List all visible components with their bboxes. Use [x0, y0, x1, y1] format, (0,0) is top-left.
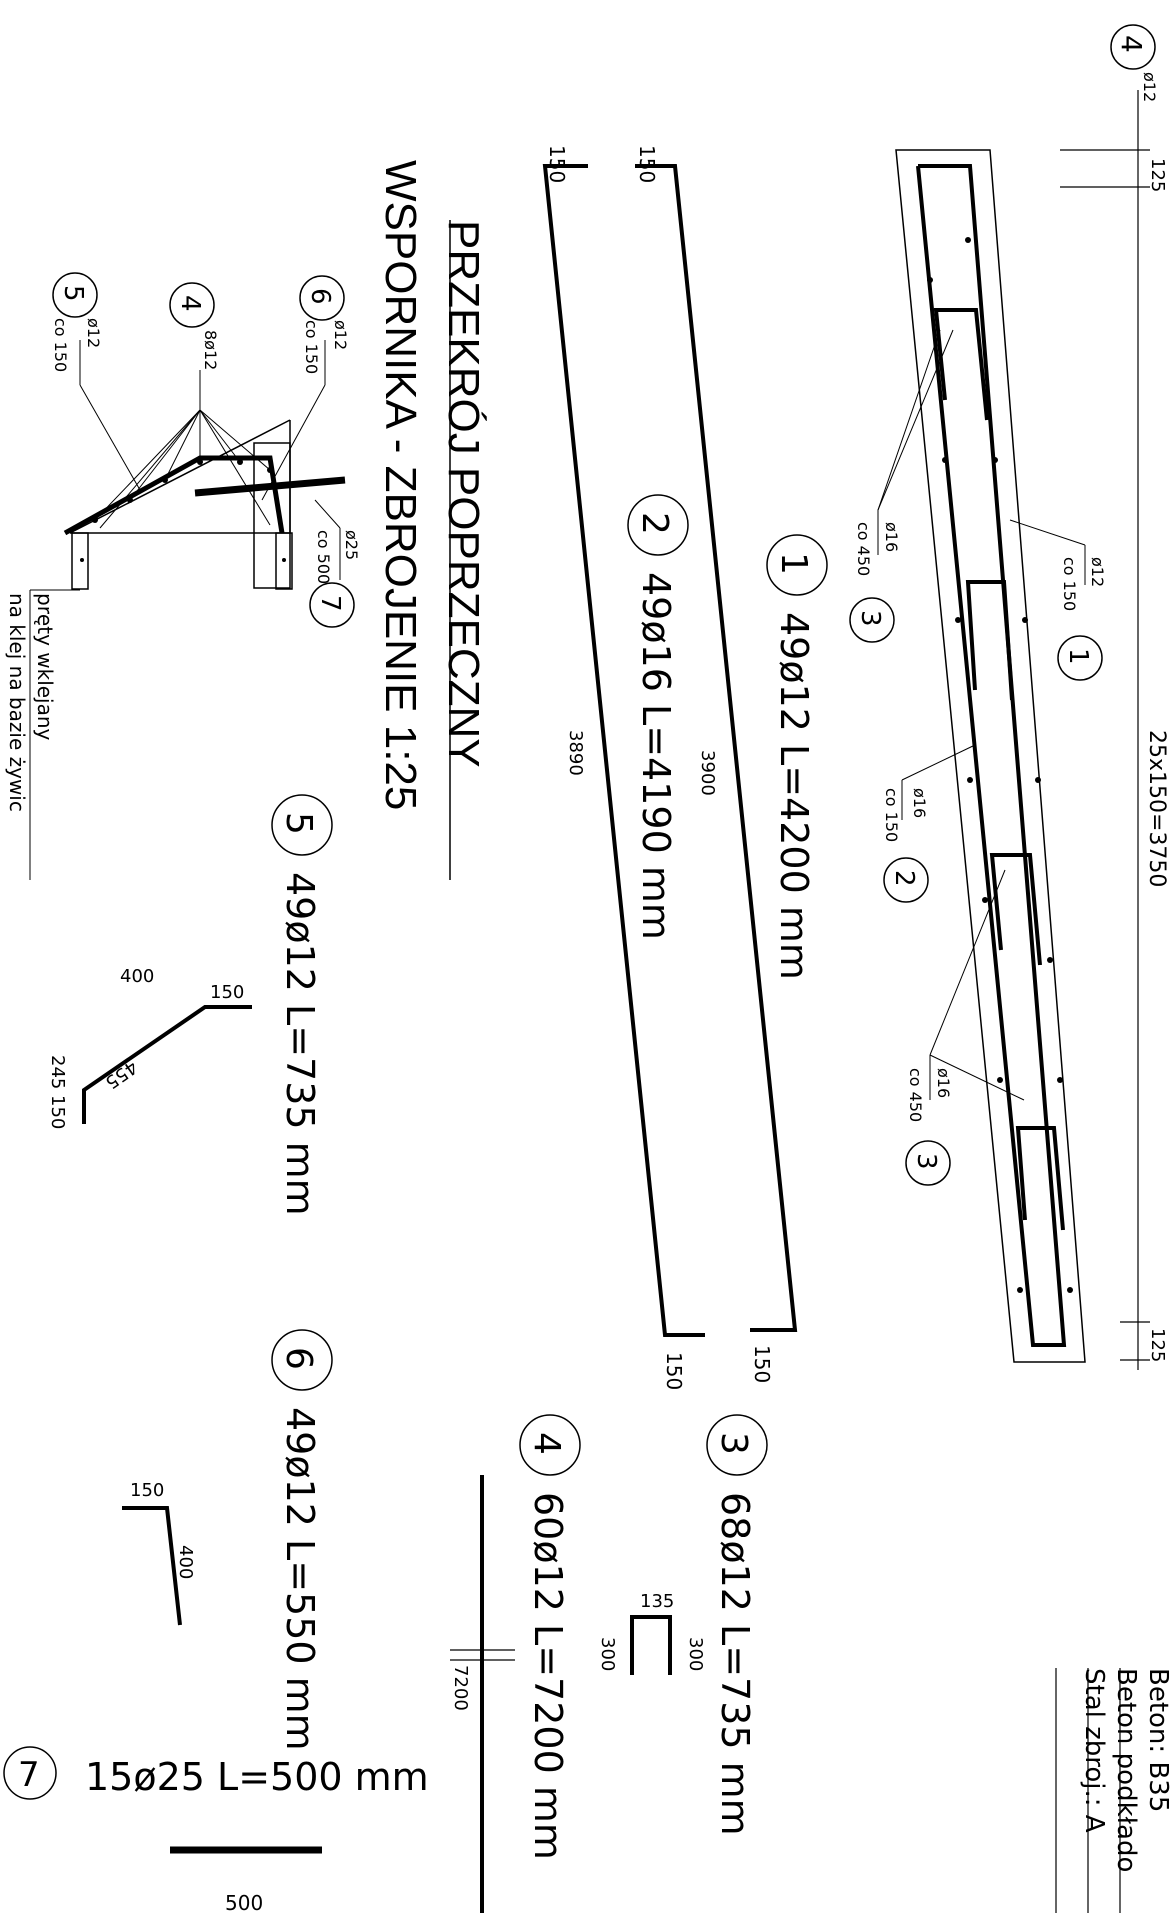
svg-text:co 450: co 450	[906, 1068, 925, 1122]
svg-text:49ø16 L=4190 mm: 49ø16 L=4190 mm	[634, 572, 678, 940]
svg-text:68ø12 L=735 mm: 68ø12 L=735 mm	[713, 1492, 757, 1836]
svg-text:co 150: co 150	[1060, 557, 1079, 611]
svg-text:60ø12 L=7200 mm: 60ø12 L=7200 mm	[526, 1492, 570, 1860]
callout-section-7: 7 ø25 co 500	[309, 530, 361, 628]
svg-text:ø12: ø12	[1140, 72, 1159, 102]
svg-text:6: 6	[305, 288, 335, 305]
reinforcement-cage	[916, 164, 1067, 1347]
svg-text:5: 5	[58, 285, 88, 302]
svg-text:455: 455	[101, 1056, 141, 1093]
svg-text:5: 5	[278, 812, 319, 835]
bar-3-label: 3 68ø12 L=735 mm	[706, 1414, 768, 1836]
svg-text:4: 4	[526, 1432, 567, 1455]
svg-text:300: 300	[597, 1637, 618, 1671]
bar-2-label: 2 49ø16 L=4190 mm	[627, 494, 689, 940]
svg-text:300: 300	[685, 1637, 706, 1671]
spacing-dimension-label: 25x150=3750	[1144, 730, 1169, 887]
bar-7-label: 7 15ø25 L=500 mm	[3, 1746, 429, 1800]
svg-text:ø12: ø12	[84, 318, 103, 348]
end-dimension-bottom: 125	[1147, 1328, 1168, 1362]
callout-plan-4: 4 ø12	[1110, 24, 1159, 102]
callout-plan-2: 2 ø16 co 150	[882, 744, 976, 903]
svg-text:49ø12 L=550 mm: 49ø12 L=550 mm	[278, 1407, 322, 1751]
callout-plan-3b: 3 ø16 co 450	[905, 869, 1025, 1186]
bar-2-shape: 150 150 3890	[542, 145, 705, 1390]
bar-4-label: 4 60ø12 L=7200 mm	[519, 1414, 581, 1860]
svg-text:co 450: co 450	[854, 522, 873, 576]
svg-text:ø16: ø16	[882, 522, 901, 552]
svg-text:245: 245	[47, 1055, 68, 1089]
callout-plan-3a: 3 ø16 co 450	[849, 329, 954, 643]
bar-1-shape: 150 150 3900	[635, 145, 798, 1383]
svg-text:co 150: co 150	[302, 320, 321, 374]
svg-text:3: 3	[713, 1432, 754, 1455]
svg-text:3: 3	[855, 610, 885, 627]
svg-text:ø16: ø16	[910, 788, 929, 818]
title-line-1: PRZEKRÓJ POPRZECZNY	[439, 220, 488, 768]
svg-text:150: 150	[662, 1352, 686, 1390]
rebar-dots	[927, 237, 1073, 1293]
svg-text:4: 4	[175, 295, 205, 312]
svg-text:1: 1	[1063, 648, 1093, 665]
svg-text:7200: 7200	[450, 1665, 471, 1711]
svg-text:1: 1	[773, 552, 814, 575]
glued-bars-note-2: na klej na bazie żywic	[5, 593, 29, 812]
note-stal-zbroj: Stal zbroj.: A	[1079, 1668, 1109, 1833]
bar-6-label: 6 49ø12 L=550 mm	[271, 1329, 333, 1751]
svg-text:3900: 3900	[697, 750, 718, 796]
svg-text:150: 150	[130, 1480, 164, 1501]
svg-text:400: 400	[175, 1545, 196, 1579]
svg-text:ø12: ø12	[331, 320, 350, 350]
callout-section-5: 5 ø12 co 150	[51, 272, 103, 372]
lap-bars	[933, 308, 1065, 1231]
svg-text:135: 135	[640, 1591, 674, 1612]
svg-text:150: 150	[750, 1345, 774, 1383]
svg-text:7: 7	[315, 595, 345, 612]
note-beton-podkladowy: Beton podkłado	[1111, 1668, 1141, 1872]
svg-text:co 500: co 500	[314, 530, 333, 584]
svg-text:4: 4	[1115, 35, 1148, 53]
svg-text:400: 400	[120, 966, 154, 987]
svg-text:ø16: ø16	[934, 1068, 953, 1098]
svg-text:49ø12 L=735 mm: 49ø12 L=735 mm	[278, 872, 322, 1216]
material-notes: Beton: B35 Beton podkłado Stal zbroj.: A	[1055, 1668, 1173, 1913]
callout-plan-1: 1 ø12 co 150	[1009, 519, 1107, 681]
svg-text:7: 7	[18, 1755, 40, 1795]
svg-text:150: 150	[210, 982, 244, 1003]
bar-4-shape: 7200	[450, 1475, 515, 1913]
svg-text:2: 2	[634, 512, 675, 535]
section-title: PRZEKRÓJ POPRZECZNY WSPORNIKA - ZBROJENI…	[376, 160, 488, 880]
cross-section: 5 ø12 co 150 4 8ø12 6 ø12 co 150 7 ø25 c…	[5, 272, 361, 880]
bar-6-shape: 150 400	[122, 1480, 196, 1626]
svg-text:6: 6	[278, 1347, 319, 1370]
svg-text:ø12: ø12	[1088, 557, 1107, 587]
note-beton: Beton: B35	[1143, 1668, 1173, 1812]
bar-1-label: 1 49ø12 L=4200 mm	[766, 534, 828, 980]
end-dimension-top: 125	[1147, 158, 1168, 192]
beam-plan-view: 25x150=3750 125 125 4 ø12 1 ø12 co 150 3…	[849, 24, 1169, 1370]
bar-3-shape: 135 300 300	[597, 1591, 706, 1675]
svg-text:150: 150	[545, 145, 569, 183]
svg-text:150: 150	[47, 1095, 68, 1129]
svg-text:500: 500	[225, 1891, 263, 1913]
bar-5-label: 5 49ø12 L=735 mm	[271, 794, 333, 1216]
title-line-2: WSPORNIKA - ZBROJENIE 1:25	[376, 160, 425, 810]
svg-text:2: 2	[889, 870, 919, 887]
svg-text:49ø12 L=4200 mm: 49ø12 L=4200 mm	[772, 612, 816, 980]
glued-bars-note-1: pręty wklejany	[33, 593, 57, 741]
svg-text:co 150: co 150	[51, 318, 70, 372]
bar-5-shape: 400 150 245 150 455	[47, 966, 252, 1129]
svg-text:co 150: co 150	[882, 788, 901, 842]
svg-text:8ø12: 8ø12	[201, 330, 220, 370]
svg-text:3: 3	[911, 1153, 941, 1170]
callout-section-6: 6 ø12 co 150	[299, 275, 350, 374]
bar-7-shape: 500	[170, 1846, 322, 1913]
svg-text:3890: 3890	[565, 730, 586, 776]
svg-text:150: 150	[635, 145, 659, 183]
svg-text:ø25: ø25	[342, 530, 361, 560]
svg-text:15ø25 L=500 mm: 15ø25 L=500 mm	[85, 1755, 429, 1799]
callout-section-4: 4 8ø12	[169, 282, 220, 370]
beam-outline	[895, 149, 1086, 1363]
